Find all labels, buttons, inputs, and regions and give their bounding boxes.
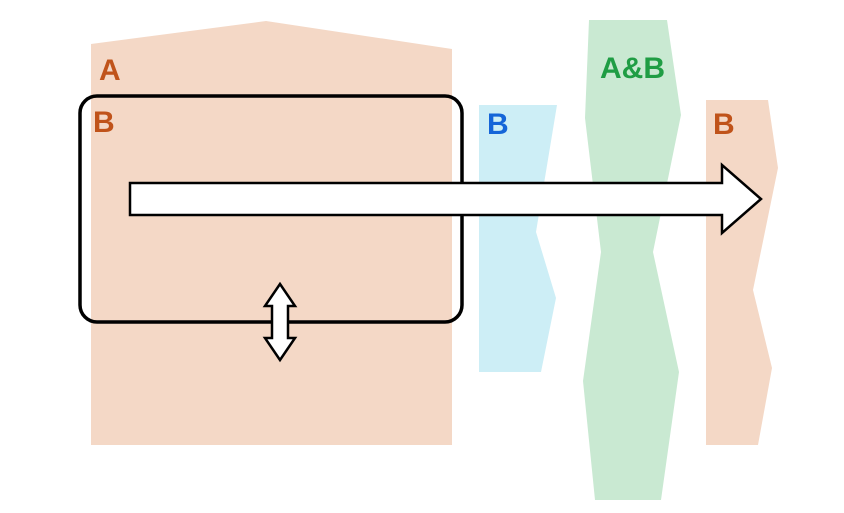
region-ab-label: A&B xyxy=(600,52,665,85)
vertical-double-arrow xyxy=(262,281,298,363)
region-b-blue-shape xyxy=(479,105,557,372)
region-a-shape xyxy=(91,21,452,445)
region-a-label: A xyxy=(99,54,121,87)
region-ab-shape xyxy=(583,20,681,500)
flow-arrow xyxy=(128,162,763,236)
region-b-blue-label: B xyxy=(487,108,509,141)
region-b-right-label: B xyxy=(713,108,735,141)
region-b-main-label: B xyxy=(93,106,115,139)
region-b-right-shape xyxy=(706,100,778,445)
